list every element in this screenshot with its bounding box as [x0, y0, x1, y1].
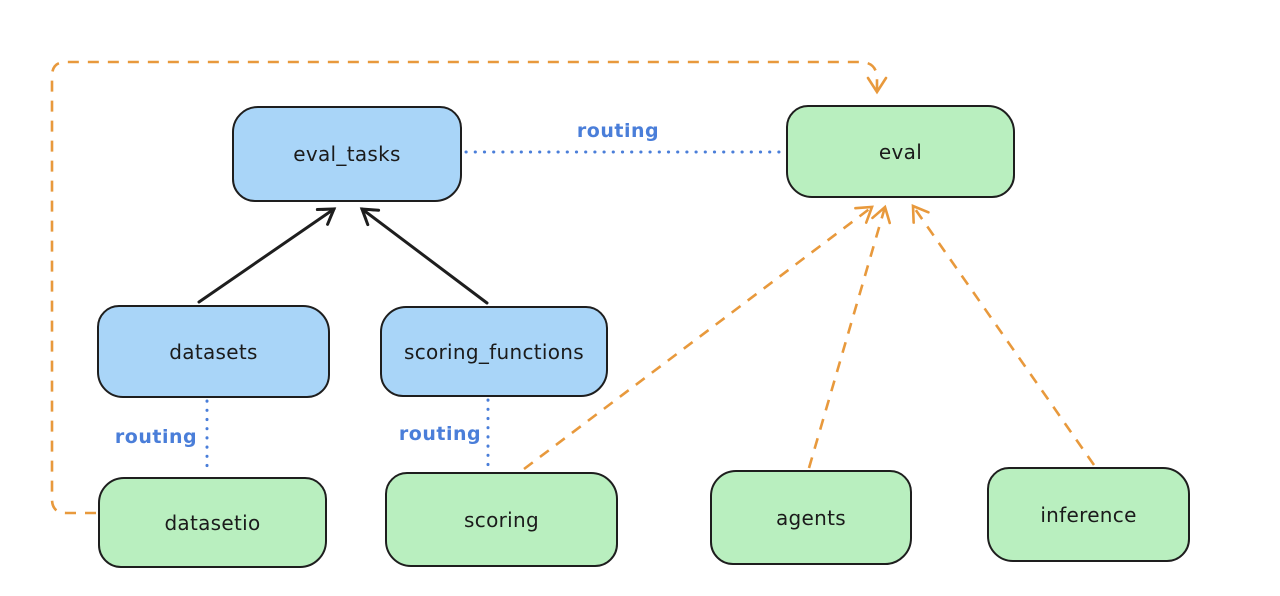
node-datasetio-label: datasetio — [164, 510, 261, 535]
node-datasetio: datasetio — [98, 477, 327, 568]
node-eval-tasks: eval_tasks — [232, 106, 462, 202]
edge-datasets-to-eval-tasks-arrow — [197, 207, 337, 304]
routing-label-datasets-datasetio: routing — [114, 426, 198, 448]
node-eval-label: eval — [878, 139, 923, 164]
node-inference: inference — [987, 467, 1190, 562]
node-datasets: datasets — [97, 305, 330, 398]
edge-inference-to-eval-arrow — [911, 204, 1096, 466]
node-inference-label: inference — [1040, 502, 1137, 527]
node-datasets-label: datasets — [169, 339, 258, 364]
edge-agents-to-eval-arrow — [807, 204, 892, 469]
node-agents-label: agents — [776, 505, 846, 530]
node-scoring: scoring — [385, 472, 618, 567]
node-eval-tasks-label: eval_tasks — [293, 142, 401, 166]
node-eval: eval — [786, 105, 1015, 198]
routing-label-eval-tasks-eval: routing — [576, 120, 660, 142]
edge-scoring-functions-to-eval-tasks-arrow — [359, 207, 489, 305]
node-agents: agents — [710, 470, 912, 565]
node-scoring-functions: scoring_functions — [380, 306, 608, 397]
node-scoring-functions-label: scoring_functions — [403, 339, 585, 364]
routing-label-scoring-functions-scoring: routing — [398, 423, 482, 445]
node-scoring-label: scoring — [464, 507, 539, 532]
